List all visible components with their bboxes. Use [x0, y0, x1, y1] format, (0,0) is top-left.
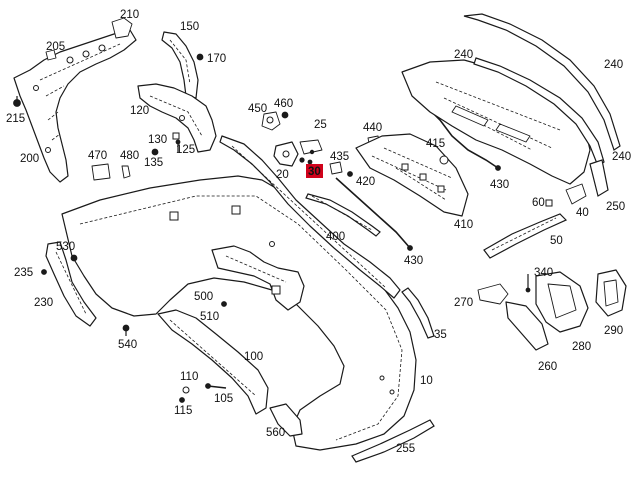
callout-200: 200: [20, 153, 39, 165]
callout-540: 540: [118, 339, 137, 351]
part-430-cable-upper[interactable]: [427, 107, 501, 171]
part-125-screw[interactable]: [175, 139, 181, 152]
part-215-screw[interactable]: [13, 96, 21, 107]
part-420-nut[interactable]: [347, 171, 353, 177]
part-540-screw[interactable]: [122, 324, 130, 336]
callout-205: 205: [46, 41, 65, 53]
callout-290: 290: [604, 325, 623, 337]
callout-410: 410: [454, 219, 473, 231]
callout-20: 20: [276, 169, 289, 181]
part-130-clip[interactable]: [172, 132, 180, 140]
callout-170: 170: [207, 53, 226, 65]
part-240-trim-upper[interactable]: [463, 13, 621, 151]
callout-110: 110: [180, 371, 198, 383]
part-500-bracket[interactable]: [211, 245, 305, 311]
part-530-clip[interactable]: [70, 254, 78, 262]
part-400-trim-strip[interactable]: [305, 193, 381, 237]
part-435-clip[interactable]: [329, 161, 343, 175]
callout-340: 340: [534, 267, 553, 279]
part-200-side-bracket[interactable]: [13, 17, 137, 183]
callout-480: 480: [120, 150, 139, 162]
part-105-bolt[interactable]: [205, 383, 227, 389]
callout-40: 40: [576, 207, 589, 219]
part-280-exhaust-housing[interactable]: [535, 271, 589, 333]
part-25-bracket[interactable]: [299, 139, 323, 155]
callout-450: 450: [248, 103, 267, 115]
part-110-clip[interactable]: [182, 386, 190, 394]
part-230-side-guide[interactable]: [45, 241, 97, 327]
part-340-screw[interactable]: [525, 274, 531, 293]
callout-430-lower: 430: [404, 255, 423, 267]
callout-250: 250: [606, 201, 625, 213]
part-35-molding[interactable]: [401, 287, 435, 339]
callout-60: 60: [532, 197, 545, 209]
callout-260: 260: [538, 361, 557, 373]
part-470-cover-cap[interactable]: [91, 163, 111, 181]
part-20-sensor-holder[interactable]: [273, 141, 299, 167]
part-120-mounting-bracket[interactable]: [137, 83, 217, 153]
part-560-bracket[interactable]: [269, 403, 303, 437]
callout-130: 130: [148, 134, 167, 146]
callout-235: 235: [14, 267, 33, 279]
callout-30: 30: [308, 166, 321, 178]
callout-210: 210: [120, 9, 139, 21]
part-30-clip-highlighted[interactable]: [299, 157, 313, 165]
callout-440: 440: [363, 122, 382, 134]
part-260-heat-shield[interactable]: [505, 301, 549, 351]
part-40-trim-piece[interactable]: [565, 183, 587, 205]
part-250-molding[interactable]: [589, 159, 609, 197]
callout-125: 125: [176, 144, 195, 156]
callout-120: 120: [130, 105, 149, 117]
part-100-reinforcement[interactable]: [157, 309, 269, 415]
callout-400: 400: [326, 231, 345, 243]
callout-115: 115: [174, 405, 192, 417]
callout-100: 100: [244, 351, 263, 363]
part-60-clip[interactable]: [545, 199, 553, 207]
callout-460: 460: [274, 98, 293, 110]
part-290-exhaust-trim[interactable]: [595, 269, 627, 317]
part-430-cable-lower[interactable]: [335, 177, 413, 251]
callout-240-right: 240: [612, 151, 631, 163]
callout-105: 105: [214, 393, 233, 405]
callout-240-mid: 240: [454, 49, 473, 61]
callout-530: 530: [56, 241, 75, 253]
callout-35: 35: [434, 329, 447, 341]
callout-215: 215: [6, 113, 25, 125]
callout-25: 25: [314, 119, 327, 131]
part-270-bracket[interactable]: [477, 283, 509, 305]
callout-50: 50: [550, 235, 563, 247]
callout-560: 560: [266, 427, 285, 439]
callout-230: 230: [34, 297, 53, 309]
part-50-lower-strip[interactable]: [483, 213, 568, 259]
callout-10: 10: [420, 375, 433, 387]
callout-280: 280: [572, 341, 591, 353]
part-510-screw[interactable]: [221, 301, 227, 307]
callout-135: 135: [144, 157, 163, 169]
part-205-clip[interactable]: [45, 49, 57, 61]
callout-240-top: 240: [604, 59, 623, 71]
callout-150: 150: [180, 21, 199, 33]
callout-420: 420: [356, 176, 375, 188]
callout-255: 255: [396, 443, 415, 455]
part-450-sensor-holder[interactable]: [261, 111, 281, 131]
callout-430-upper: 430: [490, 179, 509, 191]
callout-415: 415: [426, 138, 445, 150]
callout-30-highlight: 30: [306, 164, 323, 178]
part-410-energy-absorber[interactable]: [355, 133, 469, 217]
callout-470: 470: [88, 150, 107, 162]
part-170-nut[interactable]: [196, 53, 204, 61]
part-460-seal[interactable]: [281, 111, 289, 119]
part-135-nut[interactable]: [151, 148, 159, 156]
callout-435: 435: [330, 151, 349, 163]
part-235-screw[interactable]: [41, 269, 47, 275]
part-115-nut[interactable]: [179, 397, 185, 403]
part-255-lower-trim[interactable]: [351, 419, 435, 463]
part-480-plug[interactable]: [121, 165, 131, 179]
callout-270: 270: [454, 297, 473, 309]
callout-510: 510: [200, 311, 219, 323]
callout-500: 500: [194, 291, 213, 303]
part-10-bumper-cover[interactable]: [61, 135, 417, 451]
